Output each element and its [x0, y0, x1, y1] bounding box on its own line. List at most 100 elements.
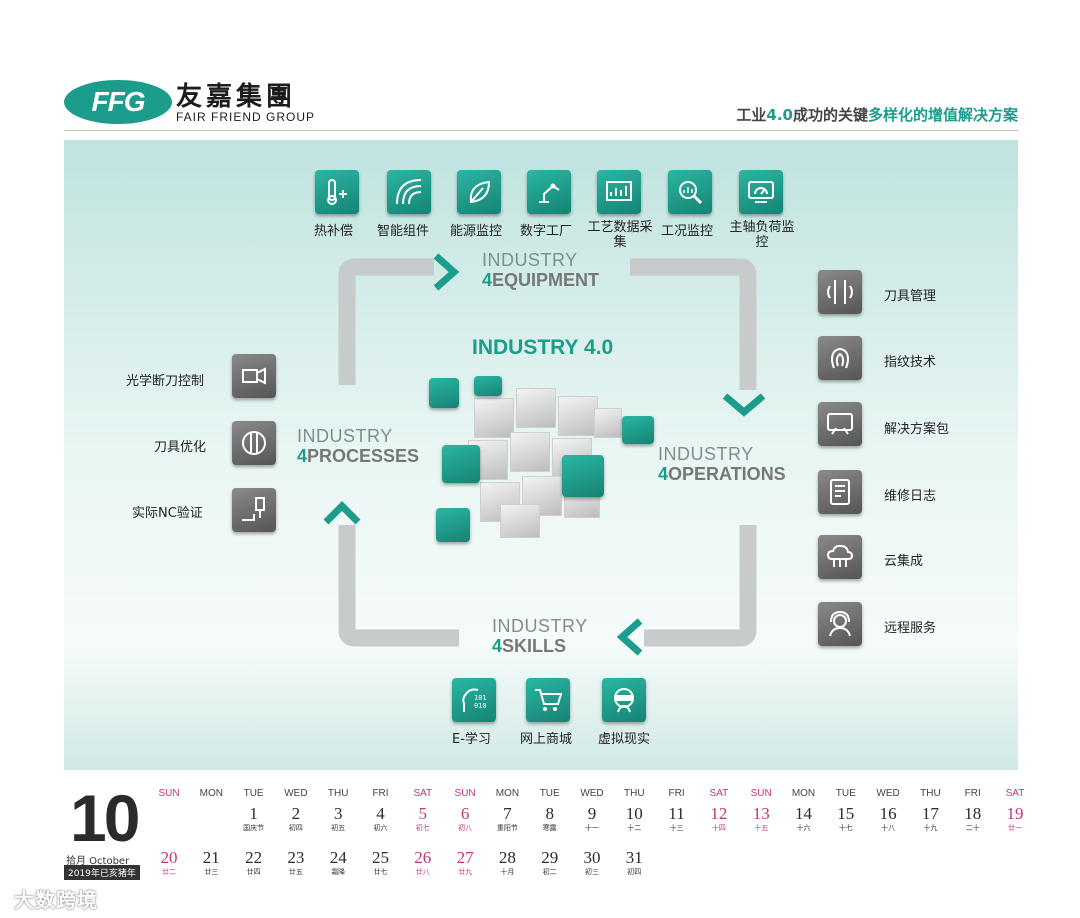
industry-40-title: INDUSTRY 4.0 — [472, 336, 614, 359]
top-item-label: 主轴负荷监控 — [729, 220, 795, 250]
logo-chinese-name: 友嘉集團 — [176, 82, 297, 112]
tagline-part2: 成功的关键 — [792, 106, 868, 124]
day-number: 20 — [160, 848, 178, 867]
ffg-logo-oval: FFG — [64, 80, 172, 124]
day-number: 27 — [456, 848, 474, 867]
processes-word: 4PROCESSES — [297, 446, 419, 466]
day-number: 18 — [964, 804, 982, 823]
energy-leaf-icon — [457, 170, 501, 214]
lunar-date: 廿七 — [373, 868, 388, 876]
day-number: 12 — [710, 804, 728, 823]
top-item-label: 能源监控 — [450, 224, 503, 239]
weekday-header: SUN — [454, 788, 476, 799]
lunar-date: 二十 — [965, 824, 980, 832]
processes-top-text: INDUSTRY — [297, 426, 393, 446]
top-item-label: 智能组件 — [377, 224, 430, 239]
lunar-date: 十二 — [627, 824, 642, 832]
lunar-date: 初八 — [458, 824, 473, 832]
right-item-label: 解决方案包 — [884, 422, 950, 437]
day-number: 15 — [837, 804, 855, 823]
day-number: 26 — [414, 848, 432, 867]
thermal-compensation-icon — [315, 170, 359, 214]
weekday-header: FRI — [668, 788, 685, 799]
digital-factory-robot-icon — [527, 170, 571, 214]
lunar-date: 廿二 — [162, 868, 176, 876]
lunar-date: 初六 — [373, 824, 388, 832]
cube-hand-icon — [562, 455, 604, 497]
day-number: 23 — [287, 848, 305, 867]
day-number: 7 — [503, 804, 512, 823]
left-item-label: 刀具优化 — [154, 440, 207, 455]
right-item-label: 刀具管理 — [884, 289, 937, 304]
day-number: 9 — [587, 804, 597, 823]
lunar-date: 十四 — [711, 824, 726, 832]
ffg-logo: FFG 友嘉集團 FAIR FRIEND GROUP — [64, 78, 364, 126]
skills-word-text: SKILLS — [502, 636, 567, 656]
lunar-date: 十九 — [923, 824, 938, 832]
day-number: 3 — [333, 804, 343, 823]
industry-diagram-panel: 热补偿 智能组件 能源监控 数字工厂 工艺数据采集 工况监控 主轴负荷监控 IN… — [64, 140, 1018, 770]
equipment-word-text: EQUIPMENT — [492, 270, 600, 290]
equipment-num: 4 — [482, 270, 493, 290]
lunar-date: 十八 — [881, 824, 896, 832]
operations-num: 4 — [658, 464, 669, 484]
calendar-month-number: 10 — [70, 781, 140, 855]
weekday-header: WED — [580, 788, 604, 799]
spindle-load-icon — [739, 170, 783, 214]
header-divider — [64, 130, 1018, 131]
day-number: 6 — [460, 804, 470, 823]
virtual-reality-icon — [602, 678, 646, 722]
cloud-integration-icon — [818, 535, 862, 579]
condition-monitor-icon — [668, 170, 712, 214]
lunar-date: 十三 — [669, 824, 684, 832]
lunar-date: 寒露 — [542, 824, 557, 832]
day-number: 4 — [376, 804, 385, 823]
industry-processes-label: INDUSTRY 4PROCESSES — [297, 426, 419, 466]
weekday-header: SUN — [750, 788, 772, 799]
optical-tool-break-icon — [232, 354, 276, 398]
top-item-label: 数字工厂 — [520, 224, 573, 239]
right-item-label: 远程服务 — [884, 621, 937, 636]
day-number: 19 — [1006, 804, 1024, 823]
weekday-header: MON — [791, 788, 816, 799]
industry-operations-label: INDUSTRY 4OPERATIONS — [658, 444, 786, 484]
cycle-arrows — [323, 253, 766, 656]
lunar-date: 重阳节 — [496, 824, 518, 832]
equipment-word: 4EQUIPMENT — [482, 270, 599, 290]
day-number: 10 — [625, 804, 643, 823]
tool-optimization-icon — [232, 421, 276, 465]
arrow-down — [722, 393, 766, 417]
svg-text:010: 010 — [474, 702, 487, 710]
cube-floating-teal — [622, 416, 654, 444]
operations-word-text: OPERATIONS — [668, 464, 786, 484]
svg-text:101: 101 — [474, 694, 487, 702]
skills-num: 4 — [492, 636, 503, 656]
weekday-header: WED — [876, 788, 900, 799]
top-item-label: 工况监控 — [661, 224, 714, 239]
lunar-date: 廿五 — [288, 868, 303, 876]
tagline-highlight: 4.0 — [766, 106, 793, 124]
day-number: 13 — [752, 804, 770, 823]
fingerprint-icon — [818, 336, 862, 380]
lunar-date: 初五 — [331, 824, 346, 832]
day-number: 11 — [668, 804, 685, 823]
weekday-header: SAT — [413, 788, 433, 799]
lunar-date: 廿一 — [1008, 824, 1022, 832]
day-number: 16 — [879, 804, 897, 823]
cube-network-icon — [436, 508, 470, 542]
lunar-date: 初四 — [288, 824, 303, 832]
